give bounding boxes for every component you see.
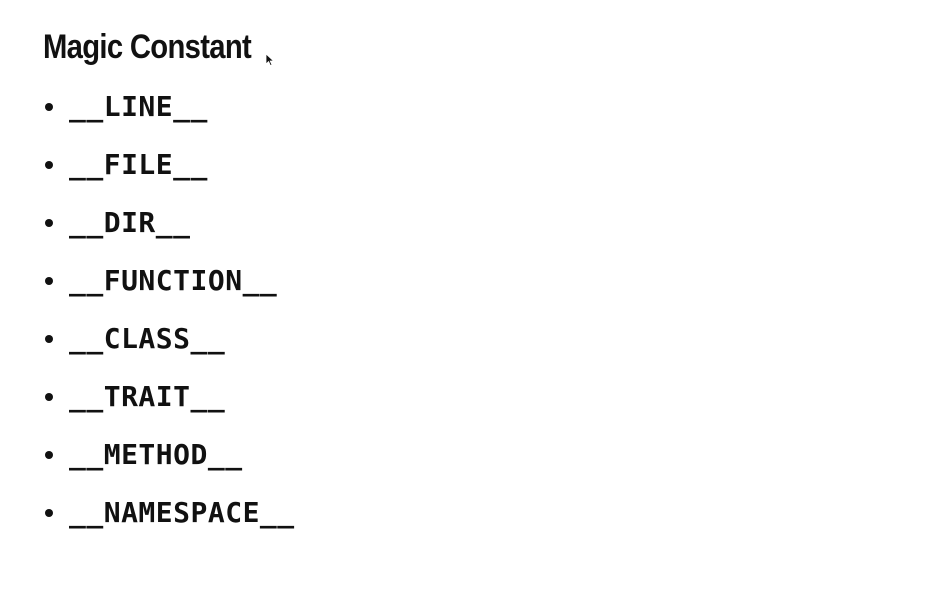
mouse-pointer-icon: [265, 53, 275, 67]
list-item: __NAMESPACE__: [43, 484, 295, 542]
slide-title: Magic Constant: [43, 28, 252, 66]
list-item-text: __TRAIT__: [69, 380, 226, 413]
list-item-text: __FUNCTION__: [69, 264, 278, 297]
bullet-dot-icon: [45, 393, 53, 401]
bullet-dot-icon: [45, 277, 53, 285]
list-item-text: __DIR__: [69, 206, 191, 239]
list-item: __TRAIT__: [43, 368, 295, 426]
list-item: __LINE__: [43, 78, 295, 136]
list-item: __FUNCTION__: [43, 252, 295, 310]
bullet-dot-icon: [45, 335, 53, 343]
list-item: __FILE__: [43, 136, 295, 194]
list-item-text: __METHOD__: [69, 438, 243, 471]
bullet-dot-icon: [45, 219, 53, 227]
list-item-text: __FILE__: [69, 148, 208, 181]
bullet-dot-icon: [45, 509, 53, 517]
bullet-dot-icon: [45, 451, 53, 459]
list-item: __DIR__: [43, 194, 295, 252]
list-item-text: __NAMESPACE__: [69, 496, 295, 529]
list-item-text: __LINE__: [69, 90, 208, 123]
bullet-dot-icon: [45, 161, 53, 169]
list-item-text: __CLASS__: [69, 322, 226, 355]
magic-constant-list: __LINE__ __FILE__ __DIR__ __FUNCTION__ _…: [43, 78, 295, 542]
list-item: __CLASS__: [43, 310, 295, 368]
list-item: __METHOD__: [43, 426, 295, 484]
bullet-dot-icon: [45, 103, 53, 111]
